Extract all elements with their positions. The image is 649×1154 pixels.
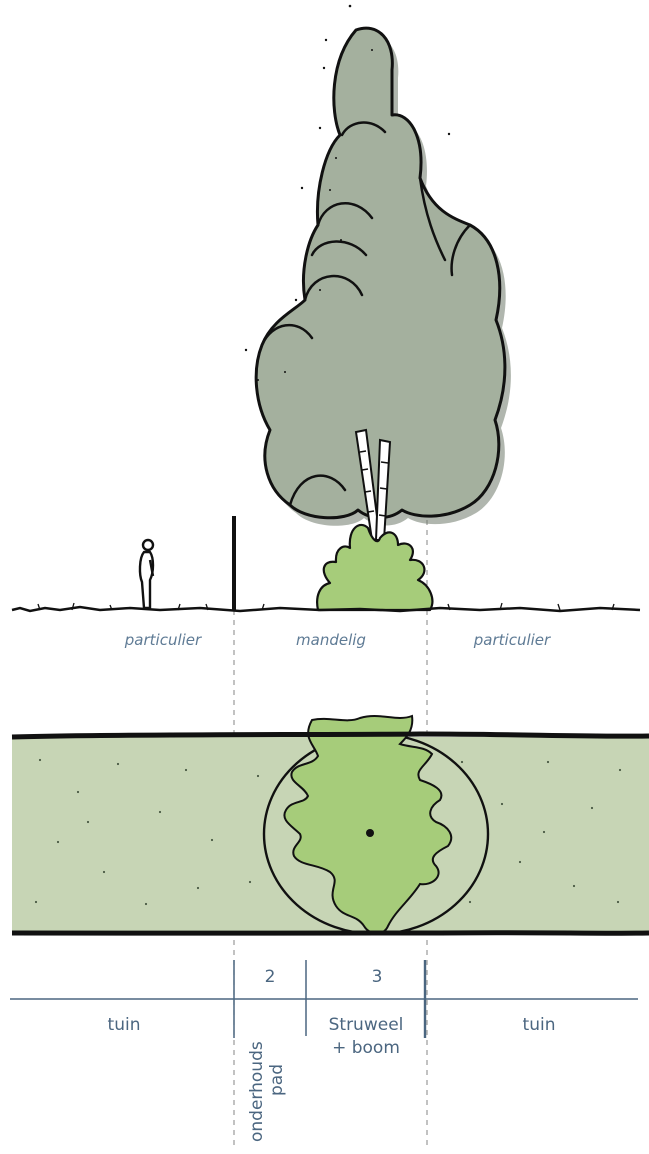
label-mandelig: mandelig	[296, 631, 366, 649]
label-particulier-left: particulier	[124, 631, 202, 649]
fence-post	[232, 516, 236, 610]
label-pad: pad	[267, 1064, 287, 1096]
label-particulier-right: particulier	[473, 631, 551, 649]
zone-number-3: 3	[372, 967, 383, 987]
person-figure	[140, 540, 153, 608]
elevation-view: particulier mandelig particulier	[12, 5, 640, 649]
label-struweel: Struweel	[329, 1015, 404, 1035]
zone-legend: 2 3 tuin onderhouds pad Struweel + boom …	[10, 960, 638, 1142]
label-tuin-right: tuin	[523, 1015, 556, 1035]
label-onderhouds: onderhouds	[247, 1041, 267, 1142]
label-tuin-left: tuin	[108, 1015, 141, 1035]
label-boom: + boom	[332, 1038, 400, 1058]
plan-view	[12, 716, 649, 934]
plan-strip-edge-bottom	[12, 933, 649, 934]
plan-strip-edge-top	[12, 734, 649, 737]
zone-number-2: 2	[265, 967, 276, 987]
tree-trunk-plan	[366, 829, 374, 837]
